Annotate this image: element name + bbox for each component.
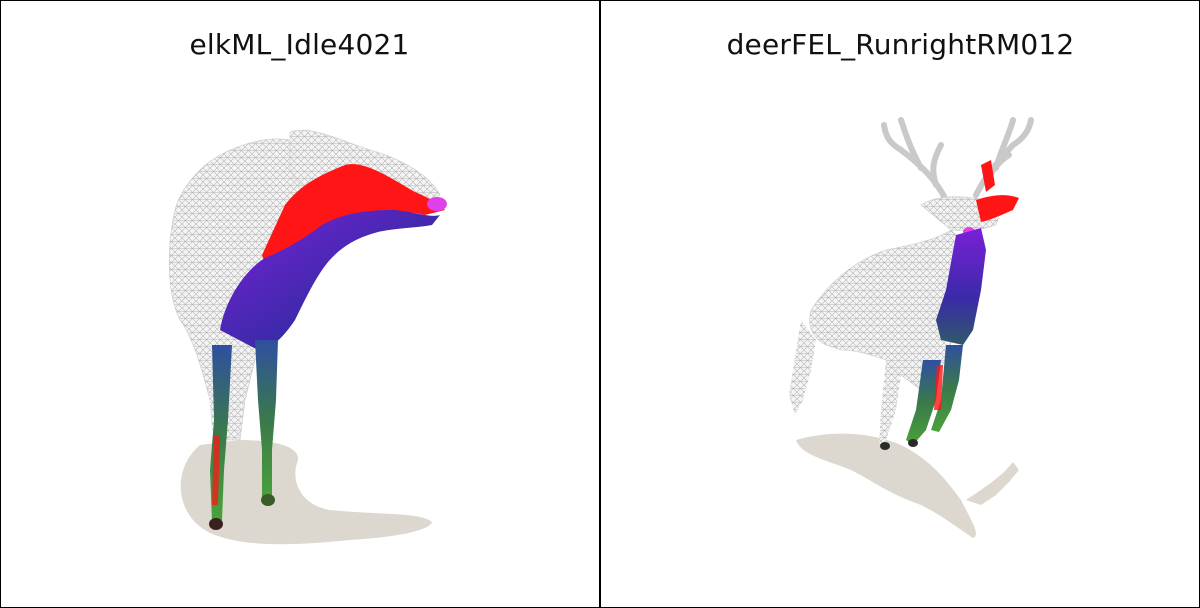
right-panel-title: deerFEL_RunrightRM012 [726, 28, 1075, 61]
elk-render [168, 129, 447, 545]
deer-rear-leg2-mesh [879, 360, 901, 445]
deer-rear-leg-mesh [789, 320, 816, 415]
deer-hoof-left [880, 442, 890, 450]
deer-red-ear [981, 160, 995, 192]
deer-front-leg-left [906, 360, 941, 445]
elk-red-leg-accent [212, 435, 220, 505]
deer-hoof-right [908, 439, 918, 447]
deer-neck-region [936, 228, 986, 345]
elk-hoof-left [209, 518, 223, 530]
deer-antler-right [973, 117, 1034, 198]
deer-red-head [976, 195, 1019, 222]
deer-render [789, 117, 1034, 538]
elk-shadow [180, 440, 432, 545]
elk-hoof-right [261, 494, 275, 506]
panel-divider [599, 0, 601, 608]
deer-front-leg-right [931, 345, 963, 432]
deer-shadow [796, 433, 1019, 538]
left-render-panel: elkML_Idle4021 [0, 0, 599, 608]
elk-front-leg-right [255, 340, 278, 502]
elk-neck-region [220, 210, 440, 352]
right-render-panel: deerFEL_RunrightRM012 [601, 0, 1200, 608]
left-panel-title: elkML_Idle4021 [189, 28, 410, 61]
deer-red-leg-accent [934, 365, 943, 410]
deer-antler-left [881, 117, 949, 203]
elk-muzzle [427, 197, 447, 211]
